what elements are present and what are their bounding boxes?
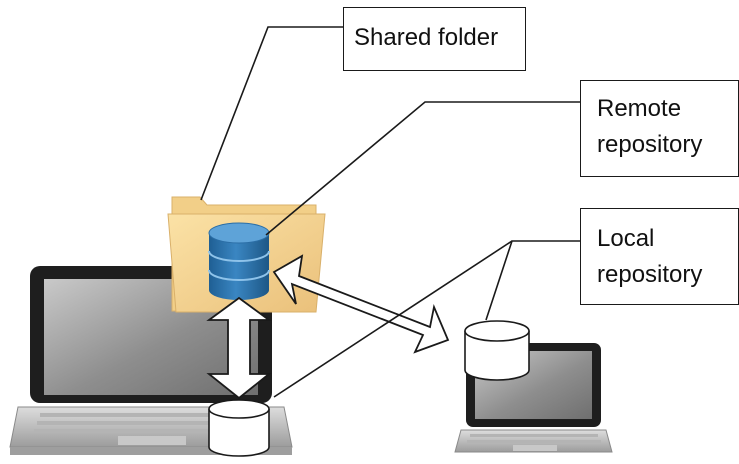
laptop-icon bbox=[454, 343, 613, 453]
database-icon bbox=[208, 222, 270, 300]
sync-arrow-diagonal bbox=[272, 254, 450, 354]
leader-lines bbox=[200, 26, 580, 398]
callout-text: Remote bbox=[597, 95, 682, 122]
sync-arrow-vertical bbox=[206, 296, 272, 400]
callout-text: Local bbox=[597, 225, 655, 252]
leader-line-local-repository-a bbox=[485, 240, 580, 321]
leader-line-shared-folder bbox=[200, 26, 343, 201]
leader-line-local-repository-b bbox=[273, 240, 513, 398]
cylinder-icon bbox=[464, 320, 530, 381]
cylinder-icon bbox=[208, 399, 270, 457]
callout-remote-repository: Remote repository bbox=[580, 80, 739, 177]
callout-shared-folder: Shared folder bbox=[343, 7, 526, 71]
leader-line-remote-repository bbox=[265, 101, 580, 236]
callout-local-repository: Local repository bbox=[580, 208, 739, 305]
callout-text: Shared folder bbox=[354, 24, 499, 51]
callout-text: repository bbox=[597, 261, 703, 288]
callout-text: repository bbox=[597, 131, 703, 158]
